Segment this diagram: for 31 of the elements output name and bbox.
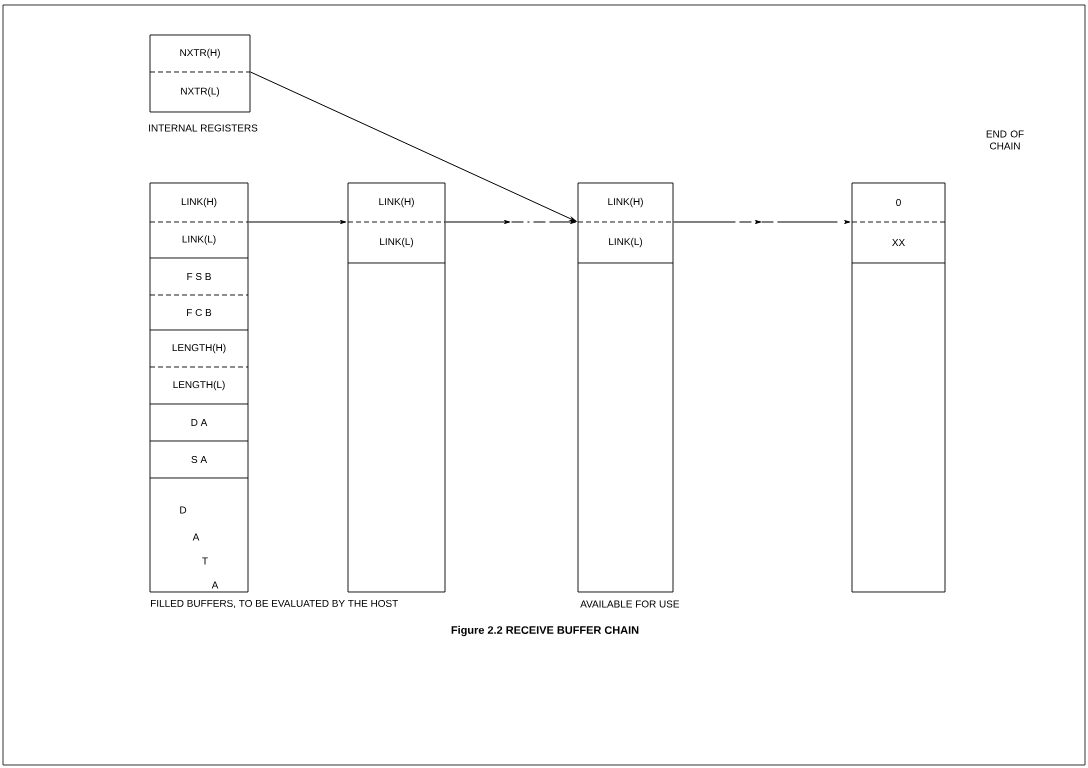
register-cell: NXTR(H): [180, 48, 220, 59]
field-cell: XX: [892, 239, 905, 246]
field-cell: 0: [896, 198, 901, 206]
buffer-column: [347, 182, 446, 593]
field-cell: S A: [191, 455, 207, 463]
note-text: FILLED BUFFERS, TO BE EVALUATED BY THE HOST: [151, 599, 398, 609]
field-cell: LINK(H): [608, 197, 643, 208]
arrow: [672, 220, 851, 224]
field-cell: LENGTH(L): [173, 380, 225, 391]
arrow: [249, 71, 577, 222]
caption-text: INTERNAL REGISTERS: [149, 124, 258, 132]
field-cell: LINK(H): [379, 197, 414, 208]
buffer-column: [149, 182, 249, 593]
field-cell: F C B: [187, 308, 212, 316]
data-field: D A T A: [180, 506, 219, 589]
note-text: AVAILABLE FOR USE: [580, 600, 680, 608]
field-cell: D A: [191, 419, 208, 426]
register-box: [149, 34, 251, 113]
arrow: [247, 220, 347, 224]
figure-caption: Figure 2.2 RECEIVE BUFFER CHAIN: [451, 625, 639, 637]
field-cell: LINK(H): [181, 197, 217, 208]
register-cell: NXTR(L): [181, 87, 220, 97]
field-cell: LINK(L): [380, 237, 414, 248]
field-cell: F S B: [187, 272, 211, 280]
field-cell: LENGTH(H): [172, 343, 226, 354]
buffer-column: [851, 182, 946, 593]
buffer-column: [577, 182, 674, 593]
arrow: [444, 220, 577, 224]
note-text: END OF CHAIN: [986, 130, 1024, 150]
field-cell: LINK(L): [609, 237, 643, 248]
field-cell: LINK(L): [182, 235, 216, 245]
